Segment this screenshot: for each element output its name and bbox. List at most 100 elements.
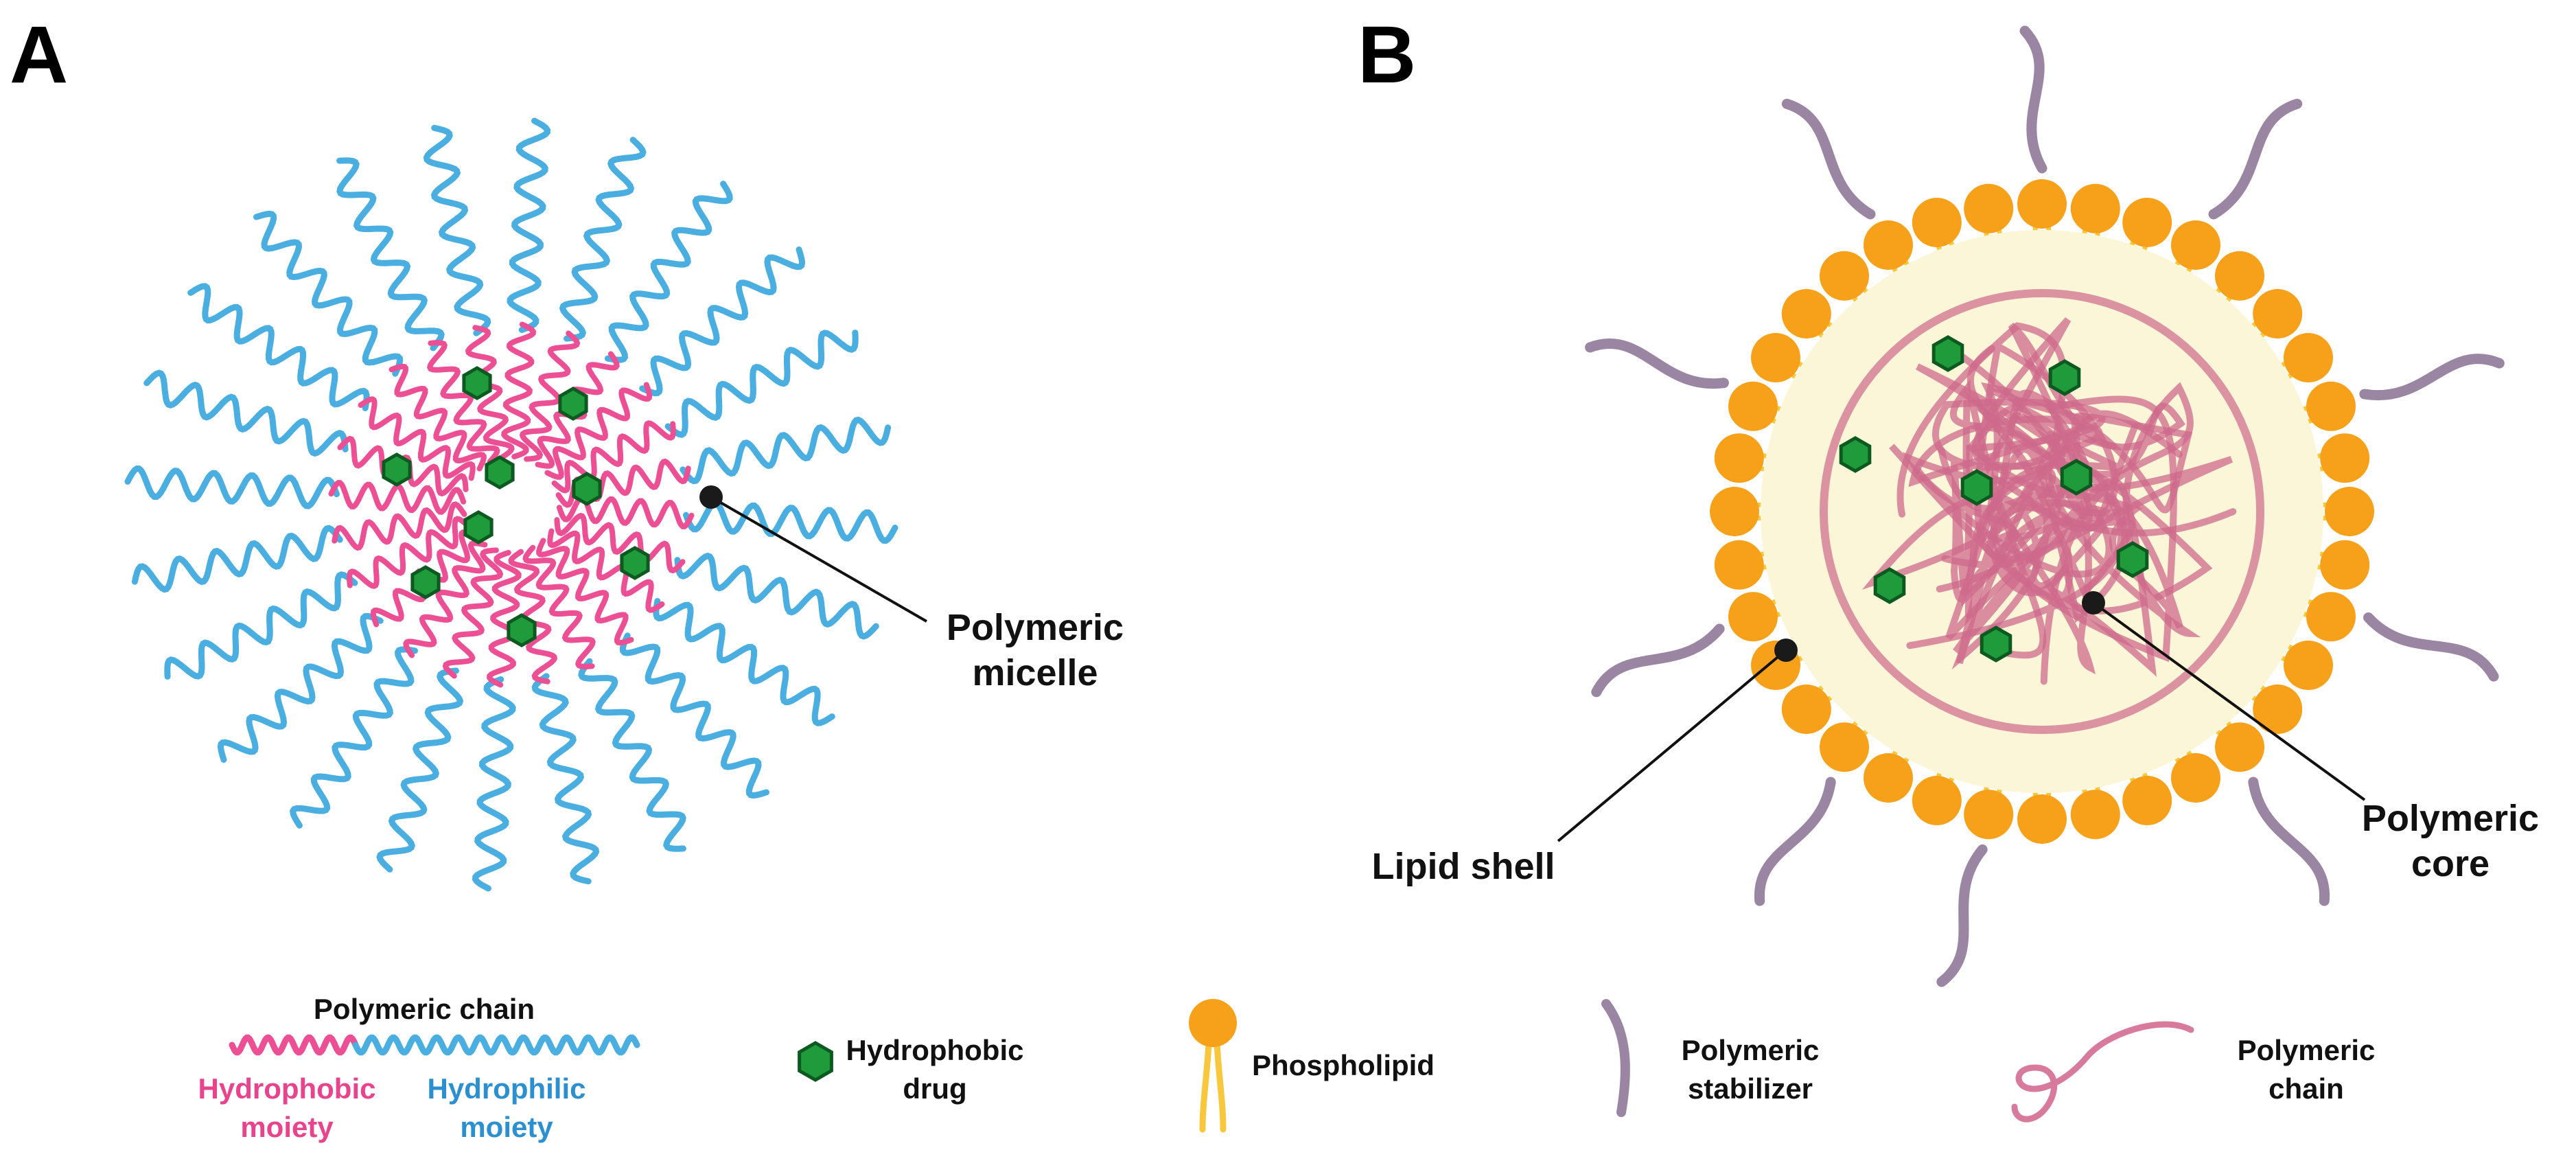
hydrophobic-segment bbox=[536, 538, 634, 646]
hydrophobic-segment bbox=[522, 544, 596, 669]
polymeric-stabilizer bbox=[2019, 25, 2047, 174]
phospholipid-head bbox=[2215, 251, 2264, 301]
legend-core-polymer-line2: chain bbox=[2268, 1072, 2344, 1105]
hydrophilic-tail bbox=[131, 525, 343, 593]
core-label-line2: core bbox=[2411, 843, 2490, 884]
hydrophilic-tail bbox=[531, 673, 600, 885]
phospholipid-head bbox=[2320, 433, 2370, 483]
lipid-polymer-nanoparticle bbox=[1585, 25, 2505, 987]
phospholipid-head bbox=[1710, 487, 1759, 536]
hydrophobic-segment bbox=[332, 501, 467, 551]
phospholipid-head bbox=[2325, 487, 2374, 536]
lipid-shell-callout-line bbox=[1557, 649, 1787, 842]
phospholipid-head bbox=[1912, 776, 1962, 825]
hydrophobic-segment bbox=[328, 480, 467, 515]
core-drug bbox=[1931, 335, 1964, 372]
core-polymer-strand bbox=[1951, 345, 2135, 670]
phospholipid-heads bbox=[1710, 179, 2374, 844]
hydrophilic-tail bbox=[664, 330, 859, 438]
lipid-shell-label: Lipid shell bbox=[1371, 846, 1555, 887]
phospholipid-head bbox=[2306, 381, 2356, 431]
micelle-drug bbox=[410, 565, 441, 599]
phospholipid-head bbox=[1714, 540, 1764, 590]
legend-phospholipid-icon bbox=[1189, 999, 1237, 1133]
hydrophilic-tail bbox=[680, 416, 892, 485]
hydrophilic-tail bbox=[164, 571, 358, 680]
hydrophobic-segment bbox=[487, 549, 522, 688]
legend-hydrophobic-drug-icon bbox=[798, 1041, 833, 1082]
hydrophilic-tail bbox=[124, 465, 340, 509]
core-drug bbox=[2048, 359, 2081, 396]
core-drug-molecules bbox=[1839, 335, 2149, 663]
phospholipid-head bbox=[1964, 790, 2014, 840]
hydrophobic-segment bbox=[347, 516, 472, 589]
legend-core-polymer-icon bbox=[2011, 1021, 2194, 1123]
polymeric-stabilizer bbox=[1591, 623, 1725, 698]
phospholipid-head bbox=[1864, 753, 1913, 803]
micelle-drug bbox=[382, 452, 412, 487]
hydrophobic-segment bbox=[556, 494, 695, 529]
micelle-drug bbox=[462, 366, 492, 400]
phospholipid-head bbox=[2171, 220, 2220, 270]
phospholipid-head bbox=[1820, 251, 1869, 301]
hydrophilic-tail bbox=[605, 181, 733, 363]
micelle-label-line1: Polymeric bbox=[947, 607, 1124, 648]
phospholipid-head bbox=[1820, 722, 1869, 772]
hydrophobic-segment bbox=[388, 363, 487, 472]
phospholipid-head bbox=[2122, 776, 2172, 825]
core-callout-line bbox=[2092, 601, 2366, 801]
legend-hydrophobic-wave bbox=[229, 1034, 359, 1056]
phospholipid-head bbox=[2070, 183, 2120, 233]
phospholipid-head bbox=[1781, 289, 1831, 338]
hydrophilic-tail bbox=[217, 612, 384, 763]
core-drug bbox=[1873, 567, 1906, 604]
legend-hydrophilic-line2: moiety bbox=[460, 1111, 553, 1143]
phospholipid-head bbox=[2122, 198, 2172, 247]
legend-hydrophobic-line2: moiety bbox=[240, 1111, 334, 1143]
micelle-callout-dot bbox=[699, 485, 723, 509]
legend-drug-line1: Hydrophobic bbox=[846, 1034, 1024, 1066]
hydrophilic-tail bbox=[674, 552, 879, 640]
micelle-drug bbox=[507, 613, 537, 647]
core-callout-dot bbox=[2082, 591, 2105, 614]
polymeric-stabilizers bbox=[1585, 25, 2505, 987]
core-boundary-strand bbox=[1820, 289, 2264, 734]
hydrophilic-tail bbox=[619, 632, 769, 799]
hydrophobic-segment bbox=[501, 321, 536, 460]
hydrophilic-tail bbox=[472, 676, 516, 892]
legend-phospholipid-label: Phospholipid bbox=[1252, 1049, 1435, 1081]
phospholipid-head bbox=[1728, 381, 1778, 431]
phospholipid-head bbox=[2017, 179, 2067, 229]
hydrophobic-segment bbox=[465, 325, 515, 461]
phospholipid-head bbox=[2253, 289, 2303, 338]
phospholipid-head bbox=[1912, 198, 1962, 247]
micelle-drug bbox=[558, 387, 588, 421]
legend-hydrophobic-line1: Hydrophobic bbox=[198, 1072, 376, 1105]
hydrophobic-segment bbox=[547, 528, 665, 613]
hydrophilic-tail bbox=[559, 137, 647, 342]
hydrophilic-tail bbox=[187, 283, 370, 411]
core-drug bbox=[2060, 459, 2093, 496]
core-polymer-strand bbox=[1861, 465, 2157, 677]
hydrophilic-tail bbox=[639, 246, 806, 397]
polymeric-stabilizer bbox=[2363, 612, 2499, 682]
hydrophobic-segment bbox=[535, 351, 620, 469]
micelle-label-line2: micelle bbox=[972, 652, 1098, 693]
legend-polymeric-chain-icon bbox=[229, 1034, 640, 1056]
phospholipid-head bbox=[1751, 333, 1800, 382]
legend-drug-line2: drug bbox=[903, 1072, 966, 1105]
polymeric-stabilizer bbox=[1781, 98, 1876, 220]
polymeric-core bbox=[1820, 289, 2264, 734]
polymeric-stabilizer bbox=[1585, 338, 1729, 389]
phospholipid-head bbox=[1964, 183, 2014, 233]
micelle-drug bbox=[485, 455, 515, 490]
legend-stabilizer-line2: stabilizer bbox=[1688, 1072, 1813, 1105]
hydrophobic-segment bbox=[544, 382, 653, 480]
micelle-drug bbox=[572, 472, 602, 506]
polymeric-stabilizer bbox=[2359, 354, 2505, 401]
hydrophobic-segment bbox=[551, 420, 676, 494]
core-drug bbox=[2116, 541, 2149, 578]
micelle-callout-line bbox=[710, 496, 927, 623]
hydrophilic-tail bbox=[336, 157, 445, 352]
hydrophilic-tail bbox=[143, 369, 349, 457]
